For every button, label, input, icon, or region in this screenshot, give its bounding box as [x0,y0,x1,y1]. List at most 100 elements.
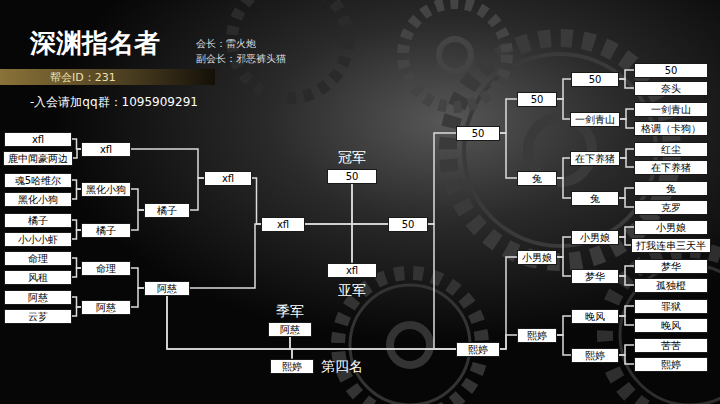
bracket-line [557,79,571,99]
bracket-line [72,220,81,230]
player-box: 奈头 [634,81,708,96]
gear-hub [439,39,471,71]
player-name: 奈头 [661,82,681,95]
player-box: 50 [634,63,708,78]
player-box: 小男娘 [634,220,708,235]
player-name: 风租 [28,271,48,284]
player-box: 50 [571,72,619,87]
place-label: 冠军 [338,148,366,166]
player-name: 熙婷 [585,349,605,362]
bracket-line [72,180,81,189]
gear-rim [350,285,470,404]
bracket-line [190,178,204,210]
player-name: 兔 [590,192,600,205]
player-name: 命理 [96,262,116,275]
player-name: 50 [665,64,678,77]
player-box: xfl [261,217,305,232]
player-name: 小男娘 [580,231,610,244]
player-name: xfl [222,172,234,185]
bracket-line [557,237,571,257]
player-box: 梦华 [634,259,708,274]
player-box: 黑化小狗 [81,182,131,197]
player-name: 小男娘 [522,251,552,264]
bracket-line [352,224,388,263]
player-name: 橘子 [96,224,116,237]
player-name: 50 [472,127,485,140]
bracket-line [72,268,81,277]
player-name: 熙婷 [661,358,681,371]
player-box: 熙婷 [517,328,557,343]
bracket-line [557,316,571,335]
player-name: xfl [100,143,112,156]
gear-teeth [338,273,482,404]
bracket-line [72,258,81,268]
bracket-line [620,158,634,167]
bracket-line [557,257,571,276]
player-box: 50 [327,169,377,184]
player-name: 黑化小狗 [18,193,58,206]
player-name: 罪狱 [661,300,681,313]
bracket-line [557,99,570,119]
player-name: 克罗 [661,201,681,214]
place-label: 亚军 [338,281,366,299]
player-box: 晚风 [571,309,619,324]
player-box: 打我连串三天半 [631,238,711,253]
bracket-line [619,79,634,88]
player-box: 晚风 [634,318,708,333]
bracket-line [72,230,81,239]
player-box: 阿慈 [81,300,131,315]
bracket-line [557,158,570,178]
id-bar [0,69,215,85]
player-name: 苦苦 [661,339,681,352]
bracket-line [620,119,634,128]
player-box: 50 [517,92,557,107]
player-name: 兔 [532,172,542,185]
gear-teeth [403,3,507,107]
bracket-line [619,70,634,79]
bracket-line [305,184,352,225]
player-box: 兔 [517,171,557,186]
bracket-line [619,237,631,245]
player-box: 兔 [634,181,708,196]
player-name: 熙婷 [282,360,302,373]
player-box: xfl [327,263,377,278]
player-name: 阿慈 [28,291,48,304]
bracket-line [619,188,634,198]
place-label: 第四名 [321,357,363,375]
bracket-line [500,335,517,349]
gear [338,273,482,404]
bracket-line [619,345,634,355]
player-box: 兔 [571,191,619,206]
bracket-line [131,268,144,288]
player-box: 熙婷 [634,357,708,372]
guild-id: 帮会ID：231 [50,70,116,85]
player-name: 橘子 [28,214,48,227]
player-box: 命理 [4,251,72,266]
player-name: 红尘 [661,143,681,156]
player-box: xfl [81,142,131,157]
bracket-line [428,133,456,224]
player-name: 晚风 [585,310,605,323]
player-name: 梦华 [585,270,605,283]
bracket-line [252,178,261,224]
player-name: 在下养猪 [575,152,615,165]
place-label: 季军 [276,302,304,320]
player-box: 克罗 [634,200,708,215]
player-box: 在下养猪 [634,160,708,175]
bracket-line [190,224,261,288]
player-box: 梦华 [571,269,619,284]
player-box: 阿慈 [144,281,190,296]
player-name: 橘子 [157,204,177,217]
player-name: 云芗 [28,310,48,323]
bracket-line [620,109,634,119]
player-box: 格调（卡狗） [634,121,708,136]
gear-teeth [605,250,720,404]
join-note: -入会请加qq群：1095909291 [30,94,198,110]
bracket-line [72,307,81,316]
bracket-title: 深渊指名者 [30,27,160,59]
player-box: 在下养猪 [570,151,620,166]
player-name: 魂5哈维尔 [15,174,61,187]
player-name: xfl [346,264,358,277]
